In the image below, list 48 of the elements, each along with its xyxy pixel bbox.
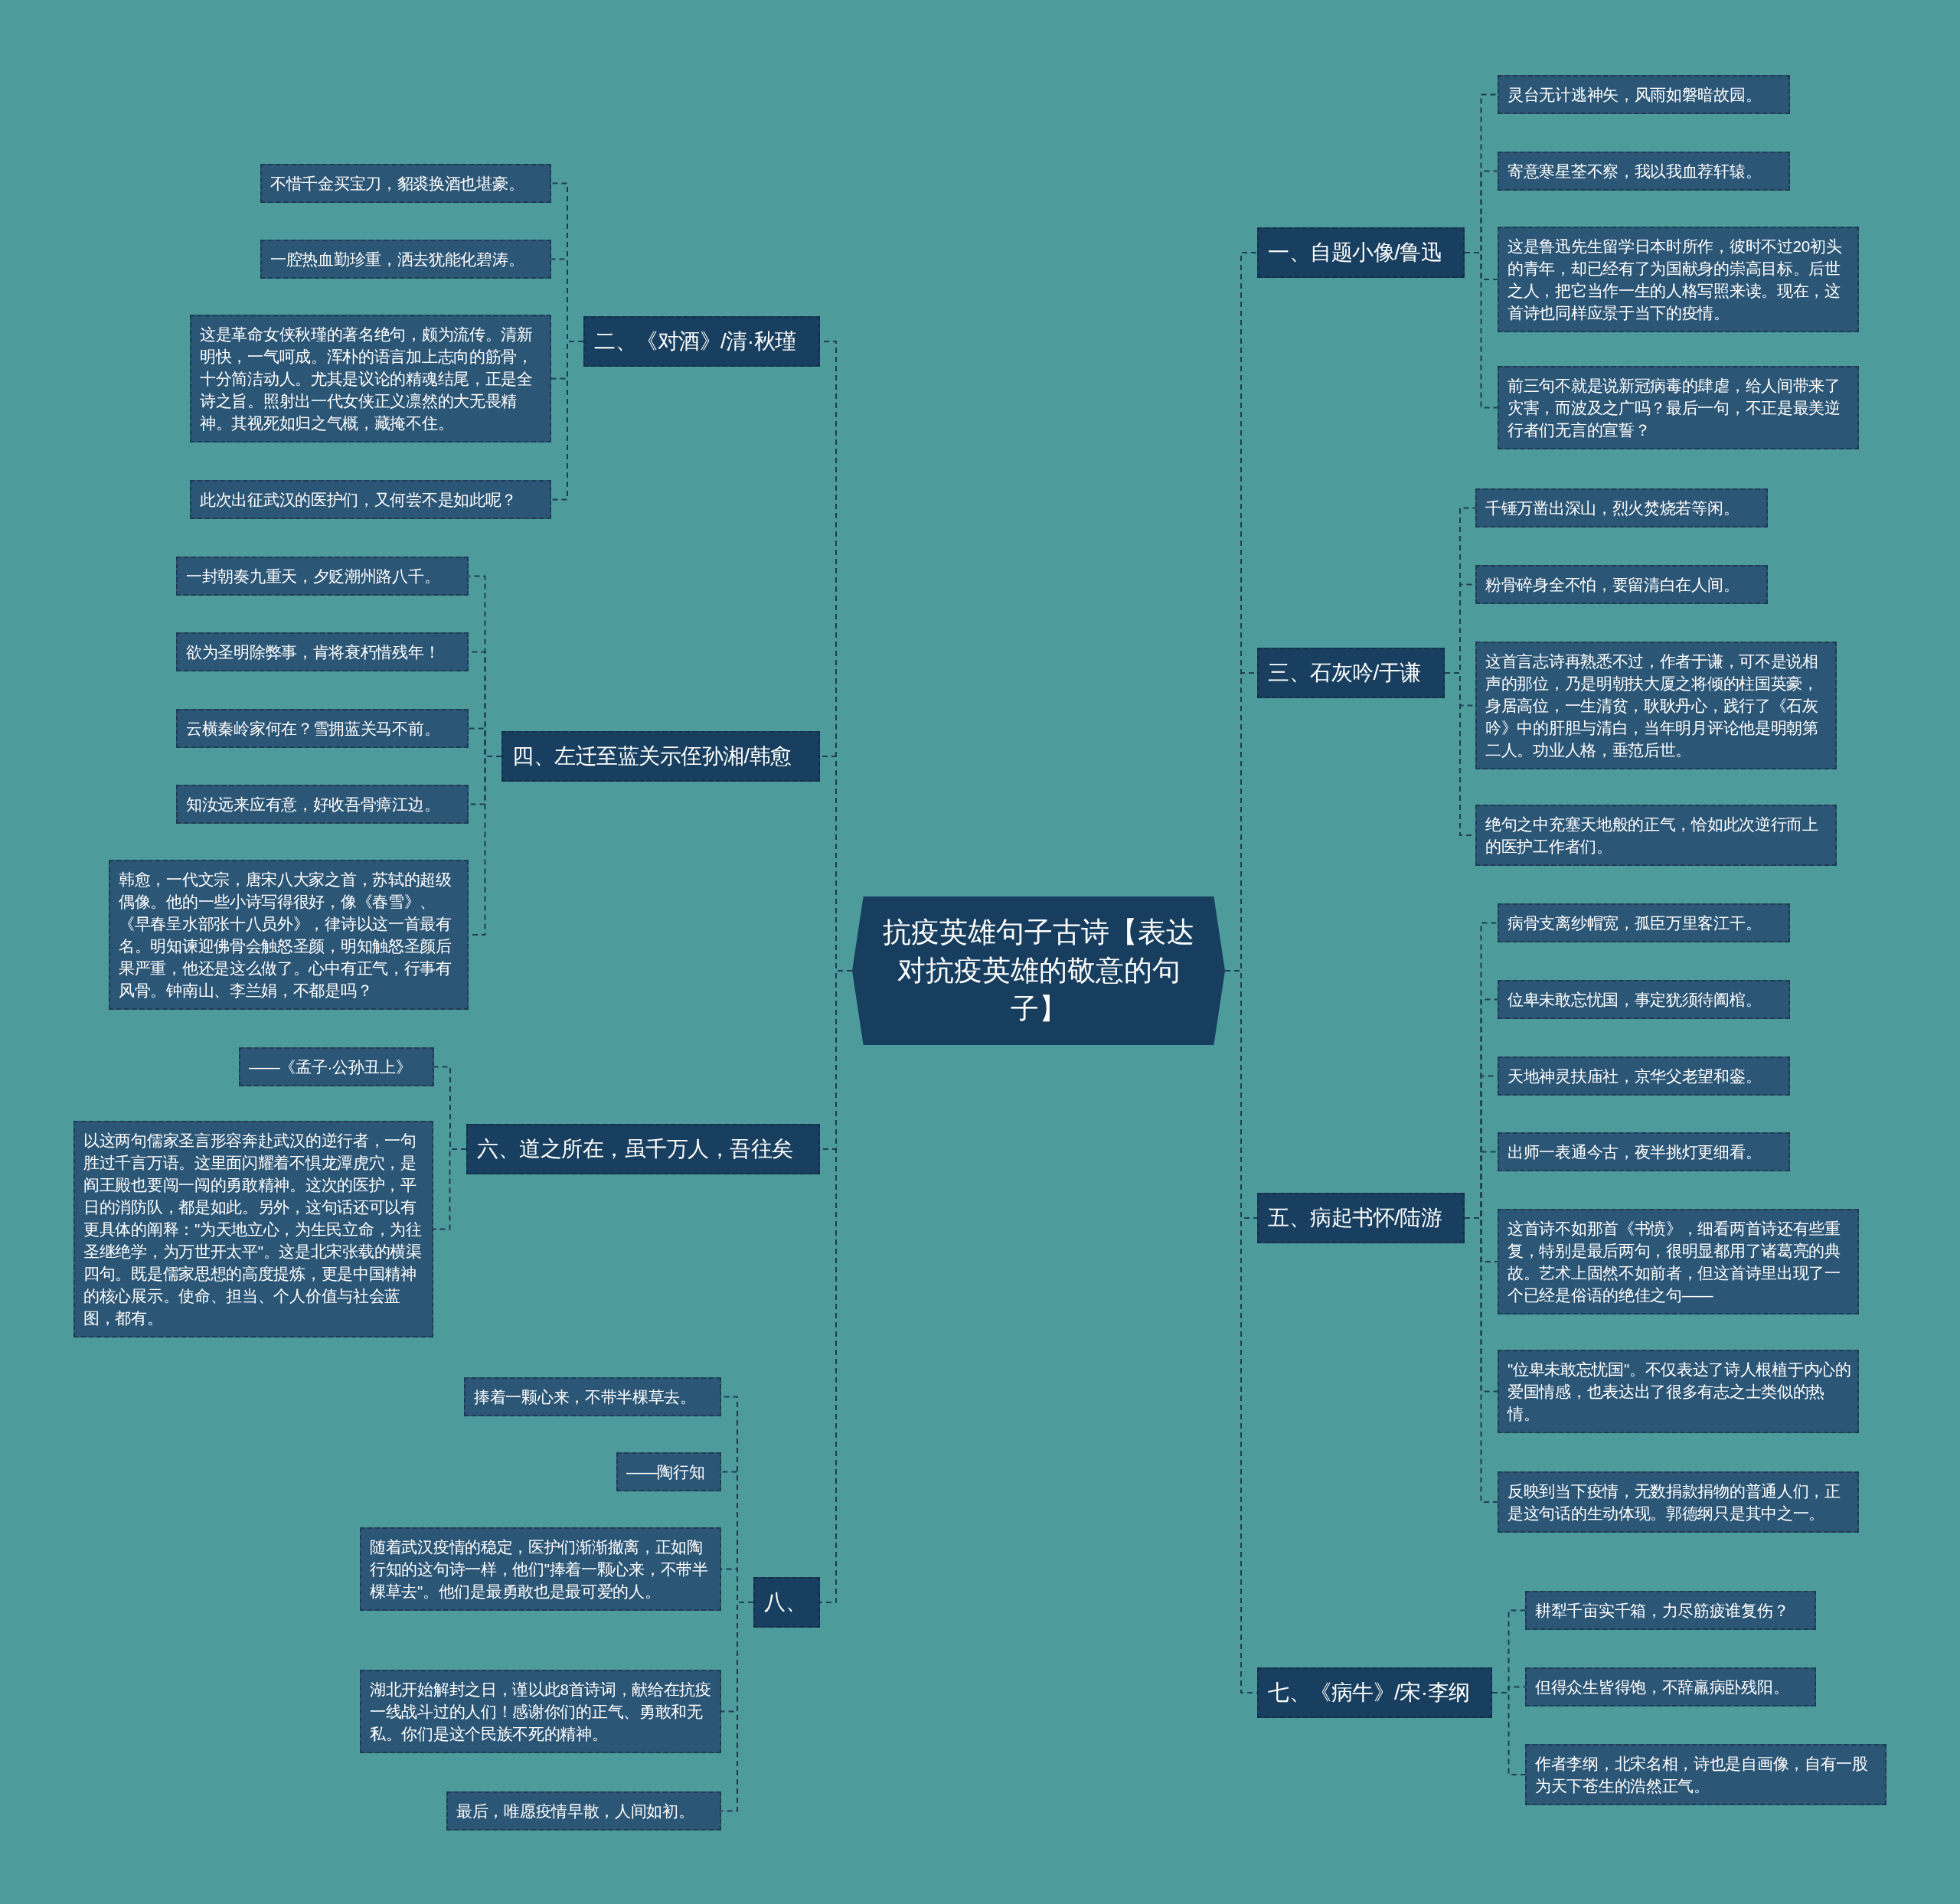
branch-topic: 二、《对酒》/清·秋瑾 — [583, 316, 820, 367]
leaf-note: 以这两句儒家圣言形容奔赴武汉的逆行者，一句胜过千言万语。这里面闪耀着不惧龙潭虎穴，是阎王殿也要闯一闯的勇敢精神。这次的医护，平日的消防队，都是如此。另外，这句话还可以有更具体的阐释："为天地立心，为生民立命，为往圣继绝学，为万世开太平"。这是北宋张载的横渠四句。既是儒家思想的高度提炼，更是中国精神的核心展示。使命、担当、个人价值与社会蓝图，都有。 — [74, 1121, 433, 1337]
branch-topic: 三、石灰吟/于谦 — [1257, 648, 1445, 698]
leaf-note: 灵台无计逃神矢，风雨如磐暗故园。 — [1498, 75, 1790, 114]
leaf-note: 知汝远来应有意，好收吾骨瘴江边。 — [176, 785, 469, 824]
leaf-note: 欲为圣明除弊事，肯将衰朽惜残年！ — [176, 632, 469, 671]
leaf-note: 这首言志诗再熟悉不过，作者于谦，可不是说相声的那位，乃是明朝扶大厦之将倾的柱国英豪，身居高位，一生清贫，耿耿丹心，践行了《石灰吟》中的肝胆与清白，当年明月评论他是明朝第二人。功业人格，垂范后世。 — [1475, 642, 1837, 769]
leaf-note: 作者李纲，北宋名相，诗也是自画像，自有一股为天下苍生的浩然正气。 — [1525, 1744, 1886, 1805]
leaf-note: 粉骨碎身全不怕，要留清白在人间。 — [1475, 565, 1768, 604]
leaf-note: 捧着一颗心来，不带半棵草去。 — [464, 1377, 721, 1416]
leaf-note: 此次出征武汉的医护们，又何尝不是如此呢？ — [190, 480, 551, 519]
connector-line — [550, 341, 584, 501]
connector-line — [1464, 252, 1498, 409]
leaf-note: 前三句不就是说新冠病毒的肆虐，给人间带来了灾害，而波及之广吗？最后一句，不正是最美逆行者们无言的宣誓？ — [1498, 366, 1859, 449]
leaf-note: 不惜千金买宝刀，貂裘换酒也堪豪。 — [260, 164, 551, 203]
leaf-note: 天地神灵扶庙社，京华父老望和銮。 — [1498, 1057, 1790, 1096]
leaf-note: 一封朝奏九重天，夕贬潮州路八千。 — [176, 557, 469, 596]
branch-topic: 八、 — [753, 1577, 820, 1628]
branch-topic: 一、自题小像/鲁迅 — [1257, 227, 1465, 278]
leaf-note: ——《孟子·公孙丑上》 — [239, 1047, 434, 1086]
leaf-note: 反映到当下疫情，无数捐款捐物的普通人们，正是这句话的生动体现。郭德纲只是其中之一。 — [1498, 1471, 1859, 1533]
connector-line — [720, 1602, 754, 1812]
leaf-note: 寄意寒星荃不察，我以我血荐轩辕。 — [1498, 152, 1790, 191]
leaf-note: 这是革命女侠秋瑾的著名绝句，颇为流传。清新明快，一气呵成。浑朴的语言加上志向的筋骨，十分简洁动人。尤其是议论的精魂结尾，正是全诗之旨。照射出一代女侠正义凛然的大无畏精神。其视死如归之气概，藏掩不住。 — [190, 315, 551, 443]
leaf-note: 病骨支离纱帽宽，孤臣万里客江干。 — [1498, 903, 1790, 942]
leaf-note: 千锤万凿出深山，烈火焚烧若等闲。 — [1475, 488, 1768, 527]
branch-topic: 五、病起书怀/陆游 — [1257, 1193, 1465, 1243]
connector-line — [1491, 1692, 1526, 1775]
leaf-note: "位卑未敢忘忧国"。不仅表达了诗人根植于内心的爱国情感，也表达出了很多有志之士类似的热情。 — [1498, 1350, 1859, 1433]
leaf-note: 韩愈，一代文宗，唐宋八大家之首，苏轼的超级偶像。他的一些小诗写得很好，像《春雪》、《早春呈水部张十八员外》，律诗以这一首最有名。明知谏迎佛骨会触怒圣颜，明知触怒圣颜后果严重，他还是这么做了。心中有正气，行事有风骨。钟南山、李兰娟，不都是吗？ — [109, 860, 469, 1010]
leaf-note: 这是鲁迅先生留学日本时所作，彼时不过20初头的青年，却已经有了为国献身的崇高目标。后世之人，把它当作一生的人格写照来读。现在，这首诗也同样应景于当下的疫情。 — [1498, 227, 1859, 332]
leaf-note: 但得众生皆得饱，不辞羸病卧残阳。 — [1525, 1667, 1816, 1706]
leaf-note: 湖北开始解封之日，谨以此8首诗词，献给在抗疫一线战斗过的人们！感谢你们的正气、勇敢和无私。你们是这个民族不死的精神。 — [360, 1670, 721, 1753]
leaf-note: 绝句之中充塞天地般的正气，恰如此次逆行而上的医护工作者们。 — [1475, 805, 1837, 866]
central-topic: 抗疫英雄句子古诗【表达对抗疫英雄的敬意的句子】 — [852, 896, 1225, 1045]
leaf-note: ——陶行知 — [616, 1452, 721, 1491]
leaf-note: 出师一表通今古，夜半挑灯更细看。 — [1498, 1132, 1790, 1171]
leaf-note: 最后，唯愿疫情早散，人间如初。 — [446, 1791, 721, 1831]
leaf-note: 一腔热血勤珍重，洒去犹能化碧涛。 — [260, 240, 551, 279]
leaf-note: 这首诗不如那首《书愤》，细看两首诗还有些重复，特别是最后两句，很明显都用了诸葛亮的典故。艺术上固然不如前者，但这首诗里出现了一个已经是俗语的绝佳之句—— — [1498, 1209, 1859, 1315]
connector-line — [433, 1148, 467, 1230]
leaf-note: 位卑未敢忘忧国，事定犹须待阖棺。 — [1498, 980, 1790, 1019]
leaf-note: 随着武汉疫情的稳定，医护们渐渐撤离，正如陶行知的这句诗一样，他们"捧着一颗心来，不带半棵草去"。他们是最勇敢也是最可爱的人。 — [360, 1527, 721, 1611]
branch-topic: 四、左迁至蓝关示侄孙湘/韩愈 — [501, 731, 820, 782]
leaf-note: 云横秦岭家何在？雪拥蓝关马不前。 — [176, 709, 469, 748]
branch-topic: 七、《病牛》/宋·李纲 — [1257, 1667, 1492, 1718]
branch-topic: 六、道之所在，虽千万人，吾往矣 — [466, 1124, 820, 1174]
leaf-note: 耕犁千亩实千箱，力尽筋疲谁复伤？ — [1525, 1591, 1816, 1630]
